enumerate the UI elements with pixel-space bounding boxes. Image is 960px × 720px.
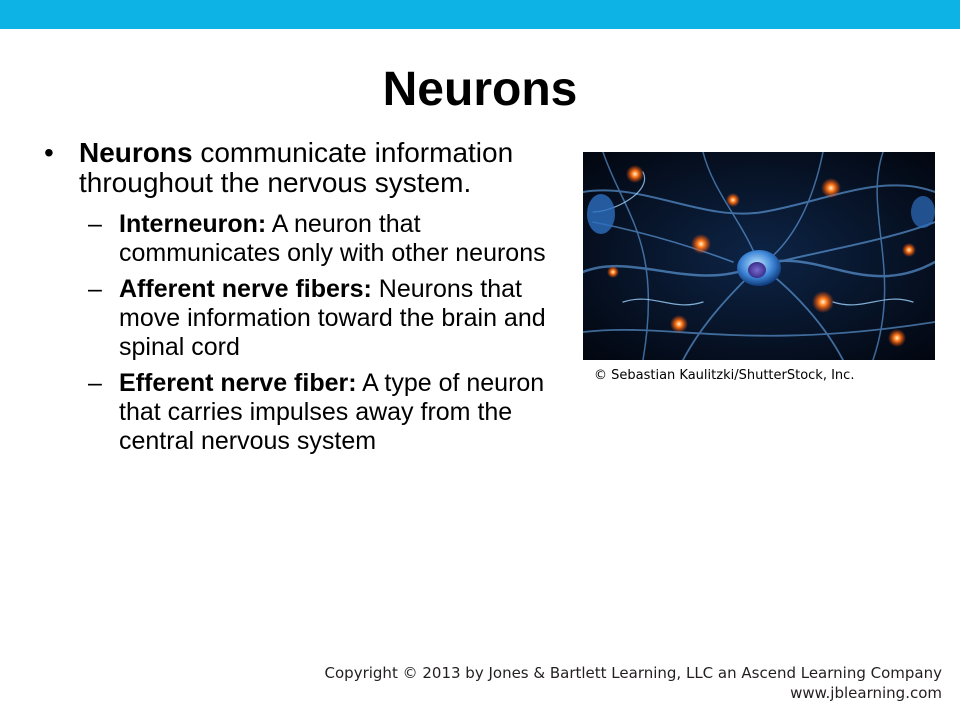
sub-bullet-term: Interneuron: (119, 210, 267, 238)
website-url: www.jblearning.com (790, 684, 942, 702)
dash-marker: – (88, 275, 102, 303)
sub-bullet-term: Efferent nerve fiber: (119, 369, 357, 397)
dash-marker: – (88, 369, 102, 397)
sub-bullet-text: A neuron that communicates only with oth… (119, 210, 546, 267)
bullet-dot: • (44, 137, 54, 168)
copyright-line: Copyright © 2013 by Jones & Bartlett Lea… (324, 664, 942, 682)
top-accent-bar (0, 0, 960, 29)
sub-bullet-term: Afferent nerve fibers: (119, 275, 372, 303)
copyright-footer: Copyright © 2013 by Jones & Bartlett Lea… (325, 663, 942, 703)
sub-bullet-text: A type of neuron that carries impulses a… (119, 369, 545, 455)
sub-bullet-efferent: – Efferent nerve fiber: A type of neuron… (44, 369, 564, 456)
bullet-list: • Neurons communicate information throug… (44, 138, 564, 463)
sub-bullet-interneuron: – Interneuron: A neuron that communicate… (44, 210, 564, 268)
bullet-text: communicate information throughout the n… (79, 137, 514, 198)
slide-title: Neurons (382, 63, 578, 116)
sub-bullet-text: Neurons that move information toward the… (119, 275, 546, 361)
neuron-photo (583, 152, 935, 360)
image-credit: © Sebastian Kaulitzki/ShutterStock, Inc. (594, 368, 855, 383)
bullet-term: Neurons (79, 137, 193, 168)
sub-bullet-afferent: – Afferent nerve fibers: Neurons that mo… (44, 275, 564, 362)
neuron-illustration (583, 152, 935, 360)
bullet-neurons: • Neurons communicate information throug… (44, 138, 564, 198)
dash-marker: – (88, 210, 102, 238)
